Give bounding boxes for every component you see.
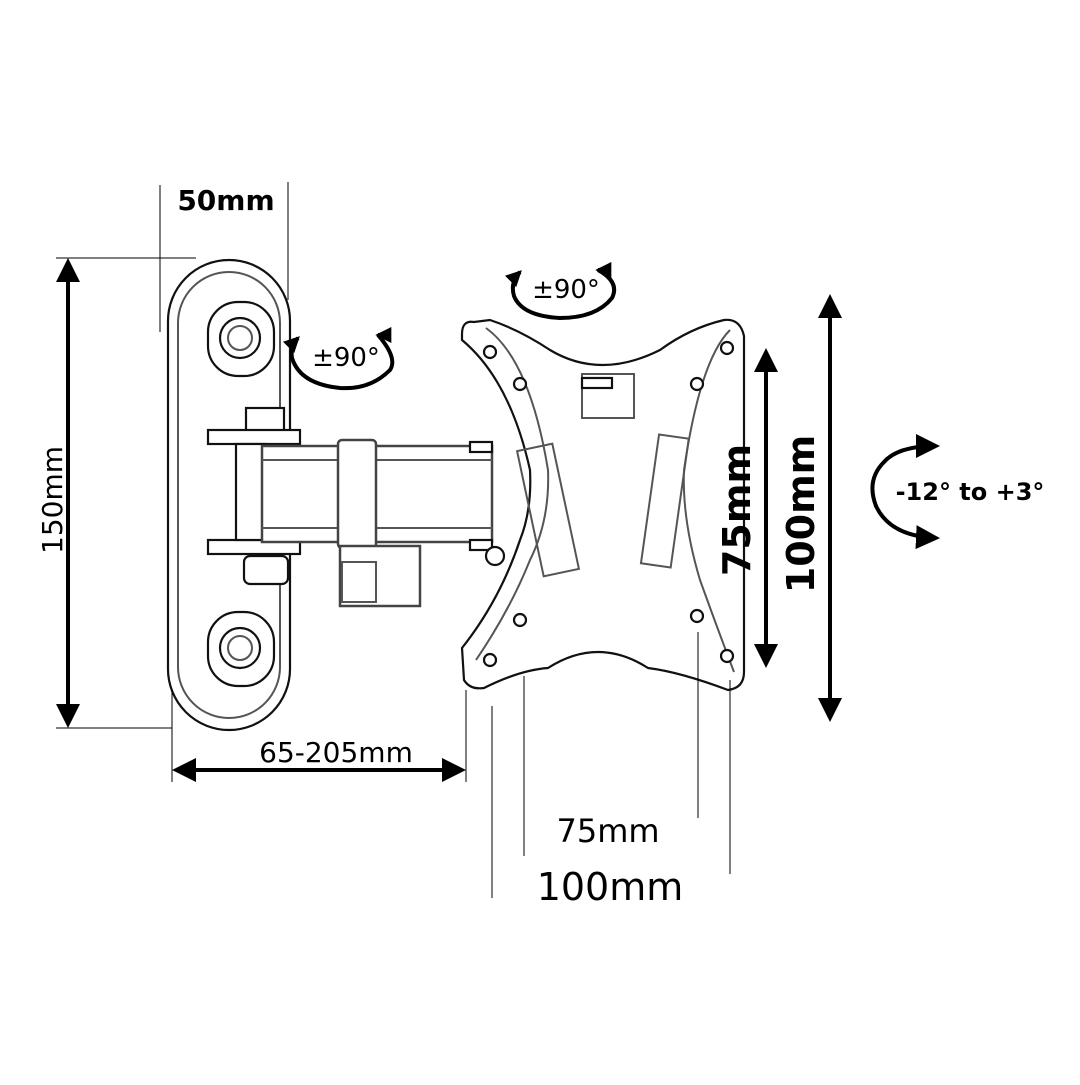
dimension-wall-plate-width: 50mm	[159, 182, 289, 332]
extension-arm	[206, 406, 506, 608]
tilt-indicator: -12° to +3°	[870, 434, 1045, 550]
label-swivel-wall: ±90°	[312, 343, 380, 373]
label-vesa-vertical-large: 100mm	[779, 435, 823, 594]
label-rotation-plate: ±90°	[532, 275, 600, 305]
wall-plate	[166, 258, 292, 732]
label-wall-plate-width: 50mm	[177, 184, 274, 217]
dimension-vesa-vertical-small: 75mm	[715, 348, 778, 668]
vesa-plate	[460, 318, 746, 692]
dimension-vesa-horizontal: 75mm 100mm	[491, 632, 731, 909]
rotation-plate-indicator: ±90°	[504, 262, 617, 321]
label-wall-plate-height: 150mm	[36, 446, 69, 554]
label-vesa-vertical-small: 75mm	[715, 444, 759, 576]
dimension-wall-plate-height: 150mm	[36, 257, 196, 729]
wall-plate-lower-hole	[206, 610, 276, 688]
dimension-extension: 65-205mm	[171, 690, 467, 782]
vesa-holes	[482, 340, 735, 668]
label-extension: 65-205mm	[259, 736, 413, 769]
label-vesa-horizontal-large: 100mm	[537, 865, 684, 909]
wall-plate-upper-hole	[206, 300, 276, 378]
dimension-vesa-vertical-large: 100mm	[779, 294, 842, 722]
label-tilt: -12° to +3°	[896, 478, 1045, 506]
label-vesa-horizontal-small: 75mm	[556, 812, 659, 850]
swivel-wall-indicator: ±90°	[282, 327, 395, 391]
